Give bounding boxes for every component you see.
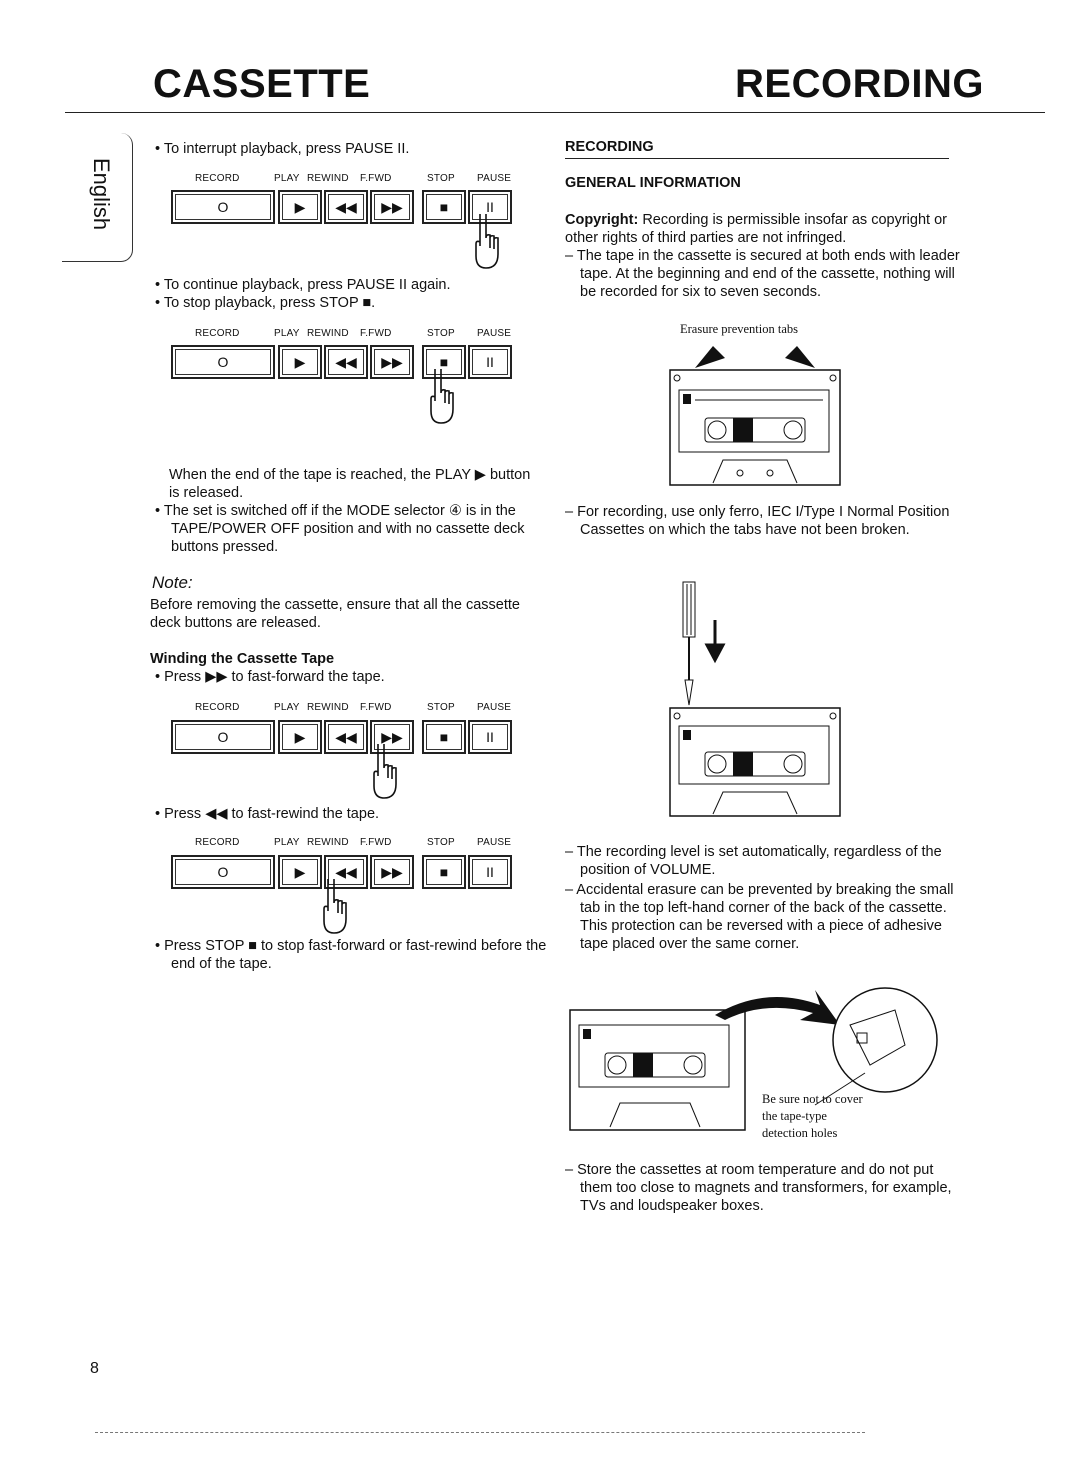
label-ffwd: F.FWD — [360, 328, 392, 339]
label-rewind: REWIND — [307, 328, 349, 339]
stop-winding-instruction: Press STOP ■ to stop fast-forward or fas… — [155, 937, 561, 973]
label-play: PLAY — [274, 837, 300, 848]
pointing-hand-icon — [323, 879, 347, 934]
label-pause: PAUSE — [477, 173, 512, 184]
play-key: ▶ — [278, 855, 322, 889]
pause-instruction: To interrupt playback, press PAUSE II. — [155, 140, 561, 158]
label-pause: PAUSE — [477, 702, 512, 713]
subsection-title: GENERAL INFORMATION — [565, 175, 741, 191]
rewind-key: ◀◀ — [324, 855, 368, 889]
storage-item: – Store the cassettes at room temperatur… — [565, 1162, 952, 1214]
deck-labels-2: RECORD PLAY REWIND F.FWD STOP PAUSE — [195, 328, 525, 340]
pause-key: II — [468, 345, 512, 379]
cassette-illustration — [669, 346, 841, 486]
stop-key: ■ — [422, 345, 466, 379]
stop-key: ■ — [422, 855, 466, 889]
end-paragraph-line1: When the end of the tape is reached, the… — [169, 467, 531, 483]
switch-off-instruction: The set is switched off if the MODE sele… — [155, 502, 561, 556]
ffwd-key: ▶▶ — [370, 190, 414, 224]
label-record: RECORD — [195, 837, 240, 848]
stop-key: ■ — [422, 190, 466, 224]
note-text: Before removing the cassette, ensure tha… — [150, 597, 520, 631]
ffwd-key: ▶▶ — [370, 345, 414, 379]
header-right-title: RECORDING — [735, 62, 984, 106]
label-rewind: REWIND — [307, 173, 349, 184]
cover-caption-line3: detection holes — [762, 1126, 838, 1140]
level-item: – The recording level is set automatical… — [565, 844, 942, 878]
label-record: RECORD — [195, 328, 240, 339]
copyright-text: Recording is permissible insofar as copy… — [565, 212, 947, 246]
label-play: PLAY — [274, 328, 300, 339]
ffwd-instruction: Press ▶▶ to fast-forward the tape. — [155, 668, 561, 686]
record-key: O — [171, 855, 275, 889]
section-title: RECORDING — [565, 139, 654, 155]
deck-buttons-4: O ▶ ◀◀ ▶▶ ■ II — [171, 855, 521, 889]
section-rule — [565, 158, 949, 159]
label-record: RECORD — [195, 702, 240, 713]
label-pause: PAUSE — [477, 837, 512, 848]
rewind-key: ◀◀ — [324, 345, 368, 379]
label-play: PLAY — [274, 173, 300, 184]
language-tab — [62, 133, 133, 262]
cover-caption-line2: the tape-type — [762, 1109, 827, 1123]
deck-labels-1: RECORD PLAY REWIND F.FWD STOP PAUSE — [195, 173, 525, 185]
play-key: ▶ — [278, 190, 322, 224]
record-key: O — [171, 345, 275, 379]
label-stop: STOP — [427, 702, 455, 713]
header-left-title: CASSETTE — [153, 62, 371, 106]
deck-buttons-3: O ▶ ◀◀ ▶▶ ■ II — [171, 720, 521, 754]
rewind-instruction: Press ◀◀ to fast-rewind the tape. — [155, 805, 561, 823]
end-paragraph-line2: is released. — [169, 485, 244, 501]
rewind-key: ◀◀ — [324, 720, 368, 754]
stop-key: ■ — [422, 720, 466, 754]
cover-caption-line1: Be sure not to cover — [762, 1092, 863, 1106]
label-rewind: REWIND — [307, 702, 349, 713]
ferro-item: – For recording, use only ferro, IEC I/T… — [565, 504, 950, 538]
label-rewind: REWIND — [307, 837, 349, 848]
ffwd-key: ▶▶ — [370, 855, 414, 889]
label-ffwd: F.FWD — [360, 173, 392, 184]
deck-buttons-1: O ▶ ◀◀ ▶▶ ■ II — [171, 190, 521, 224]
pointing-hand-icon — [373, 744, 397, 799]
language-tab-label: English — [89, 158, 114, 231]
detection-holes-illustration — [569, 987, 938, 1131]
leader-tape-item: – The tape in the cassette is secured at… — [565, 248, 960, 300]
note-title: Note: — [152, 573, 193, 592]
label-stop: STOP — [427, 837, 455, 848]
play-key: ▶ — [278, 720, 322, 754]
pointing-hand-icon — [475, 214, 499, 269]
erasure-item: – Accidental erasure can be prevented by… — [565, 882, 954, 952]
label-play: PLAY — [274, 702, 300, 713]
deck-labels-3: RECORD PLAY REWIND F.FWD STOP PAUSE — [195, 702, 525, 714]
pointing-hand-icon — [430, 369, 454, 424]
label-stop: STOP — [427, 328, 455, 339]
scan-artifact-line — [95, 1432, 865, 1433]
stop-instruction: To stop playback, press STOP ■. — [155, 294, 561, 312]
rewind-key: ◀◀ — [324, 190, 368, 224]
record-key: O — [171, 190, 275, 224]
label-ffwd: F.FWD — [360, 837, 392, 848]
label-stop: STOP — [427, 173, 455, 184]
continue-instruction: To continue playback, press PAUSE II aga… — [155, 276, 561, 294]
copyright-label: Copyright: — [565, 212, 639, 228]
label-pause: PAUSE — [477, 328, 512, 339]
deck-labels-4: RECORD PLAY REWIND F.FWD STOP PAUSE — [195, 837, 525, 849]
header-rule — [65, 112, 1045, 113]
play-key: ▶ — [278, 345, 322, 379]
pause-key: II — [468, 720, 512, 754]
copyright-paragraph: Copyright: Recording is permissible inso… — [565, 211, 953, 247]
break-tab-illustration — [669, 581, 841, 817]
winding-title: Winding the Cassette Tape — [150, 651, 335, 667]
page-number: 8 — [90, 1360, 99, 1377]
label-ffwd: F.FWD — [360, 702, 392, 713]
deck-buttons-2: O ▶ ◀◀ ▶▶ ■ II — [171, 345, 521, 379]
label-record: RECORD — [195, 173, 240, 184]
pause-key: II — [468, 855, 512, 889]
record-key: O — [171, 720, 275, 754]
erasure-tabs-caption: Erasure prevention tabs — [680, 322, 799, 336]
pause-key: II — [468, 190, 512, 224]
